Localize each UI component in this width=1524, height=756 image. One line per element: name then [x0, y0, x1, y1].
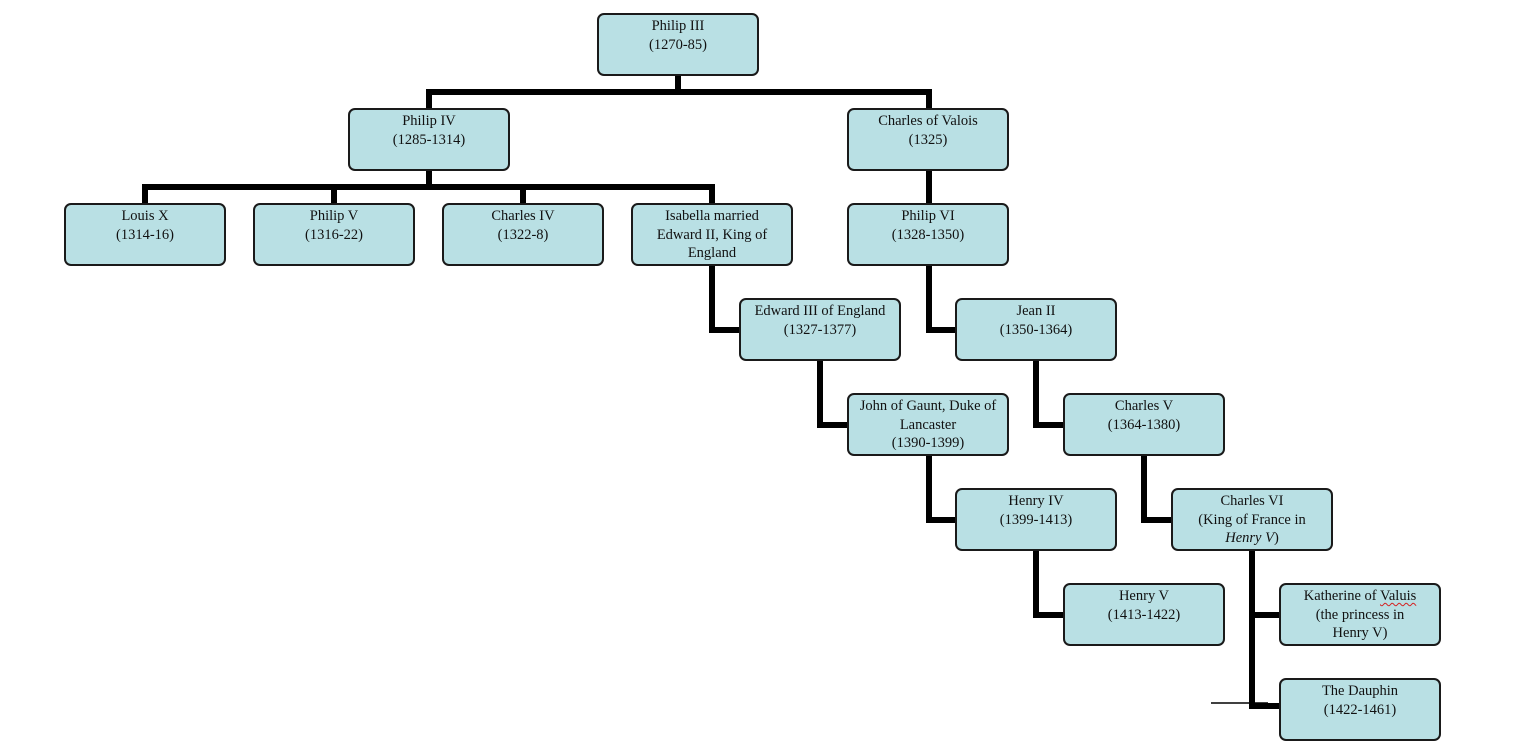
node-name: Jean II: [1016, 303, 1056, 319]
spellcheck-flagged-word: Valuis: [1379, 588, 1417, 604]
node-name: Edward III of England: [754, 303, 886, 319]
node-charles-of-valois: Charles of Valois (1325): [847, 108, 1009, 171]
node-years: (1316-22): [305, 226, 363, 243]
connector-jean-ii-charles-v: [1033, 361, 1063, 428]
node-charles-v: Charles V (1364-1380): [1063, 393, 1225, 456]
node-line-1: Isabella married: [665, 208, 759, 224]
node-years: (1314-16): [116, 226, 174, 243]
node-years: (1390-1399): [891, 435, 965, 451]
node-john-of-gaunt: John of Gaunt, Duke of Lancaster (1390-1…: [847, 393, 1009, 456]
node-name: Philip VI: [901, 208, 955, 224]
node-edward-iii: Edward III of England (1327-1377): [739, 298, 901, 361]
node-line-3: Henry V): [1176, 529, 1328, 548]
node-line-2: Edward II, King of: [656, 226, 768, 243]
katherine-prefix: Katherine of: [1303, 588, 1380, 604]
node-isabella: Isabella married Edward II, King of Engl…: [631, 203, 793, 266]
connector-philip-vi-jean-ii: [926, 266, 955, 333]
node-years: (1325): [908, 131, 948, 148]
node-louis-x: Louis X (1314-16): [64, 203, 226, 266]
node-line-1: John of Gaunt, Duke of: [859, 398, 997, 414]
node-years: (1413-1422): [1107, 606, 1181, 623]
connector-isabella-edward-iii: [709, 266, 739, 333]
connector-charles-v-charles-vi: [1141, 456, 1171, 523]
node-philip-iii: Philip III (1270-85): [597, 13, 759, 76]
play-title: Henry V: [1225, 530, 1274, 546]
node-years: (1422-1461): [1323, 701, 1397, 718]
node-name: Charles IV: [491, 208, 555, 224]
node-name: Philip V: [309, 208, 359, 224]
node-name: Charles V: [1114, 398, 1174, 414]
node-line-3: Henry V): [1332, 625, 1388, 641]
node-philip-v: Philip V (1316-22): [253, 203, 415, 266]
connector-philip-iii-children: [426, 76, 932, 108]
node-charles-vi: Charles VI (King of France in Henry V): [1171, 488, 1333, 551]
node-dauphin: The Dauphin (1422-1461): [1279, 678, 1441, 741]
node-philip-vi: Philip VI (1328-1350): [847, 203, 1009, 266]
node-philip-iv: Philip IV (1285-1314): [348, 108, 510, 171]
node-name: Philip IV: [402, 113, 456, 129]
node-years: (1270-85): [649, 36, 707, 53]
node-years: (1322-8): [497, 226, 549, 243]
connector-edward-iii-gaunt: [817, 361, 847, 428]
connector-philip-iv-children: [142, 171, 715, 203]
node-henry-iv: Henry IV (1399-1413): [955, 488, 1117, 551]
closing-paren: ): [1273, 530, 1279, 546]
node-line-2: (King of France in: [1198, 511, 1306, 528]
node-katherine: Katherine of Valuis (the princess in Hen…: [1279, 583, 1441, 646]
node-years: (1328-1350): [891, 226, 965, 243]
node-years: (1364-1380): [1107, 416, 1181, 433]
node-years: (1350-1364): [999, 321, 1073, 338]
connector-charles-vi-children: [1249, 551, 1279, 709]
node-line-1: Katherine of Valuis: [1284, 587, 1436, 606]
node-name: Charles VI: [1220, 493, 1284, 509]
connector-gaunt-henry-iv: [926, 456, 955, 523]
node-name: The Dauphin: [1321, 683, 1399, 699]
node-jean-ii: Jean II (1350-1364): [955, 298, 1117, 361]
node-line-3: England: [687, 245, 737, 261]
node-years: (1399-1413): [999, 511, 1073, 528]
node-name: Louis X: [121, 208, 169, 224]
connector-henry-iv-henry-v: [1033, 551, 1063, 618]
node-name: Philip III: [651, 18, 705, 34]
node-name: Henry IV: [1008, 493, 1064, 509]
node-years: (1327-1377): [783, 321, 857, 338]
node-line-2: (the princess in: [1315, 606, 1405, 623]
node-charles-iv: Charles IV (1322-8): [442, 203, 604, 266]
node-years: (1285-1314): [392, 131, 466, 148]
node-line-2: Lancaster: [899, 416, 957, 433]
node-henry-v: Henry V (1413-1422): [1063, 583, 1225, 646]
node-name: Henry V: [1118, 588, 1170, 604]
node-name: Charles of Valois: [878, 113, 978, 129]
